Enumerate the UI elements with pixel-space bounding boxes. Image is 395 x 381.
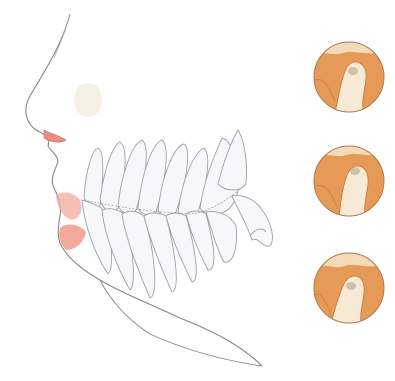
joint-detail-circle-1 (313, 41, 385, 113)
upper-lip (44, 130, 66, 142)
joint-detail-circle-2 (313, 145, 385, 217)
lower-teeth (82, 196, 272, 298)
lower-lip (59, 225, 86, 250)
joint-detail-circle-3 (313, 252, 385, 324)
upper-teeth (84, 130, 247, 217)
condyle-highlight (74, 83, 102, 117)
